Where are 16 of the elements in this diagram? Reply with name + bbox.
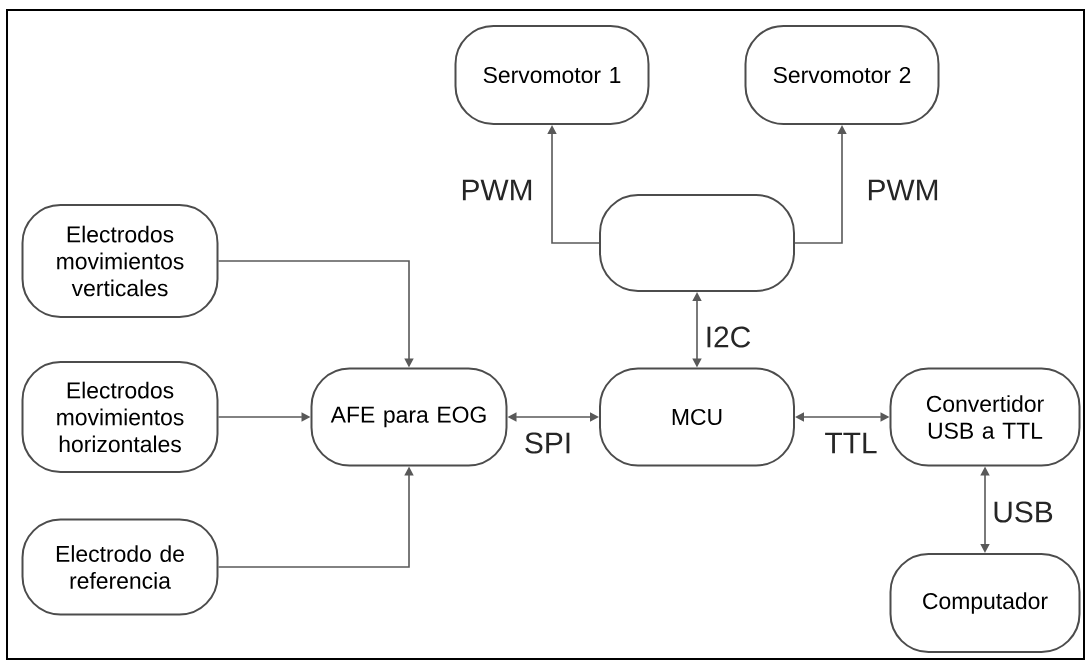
process-box: Computador (889, 553, 1081, 653)
process-box: Convertidor USB a TTL (889, 367, 1081, 467)
edge-label: PWM (865, 178, 941, 202)
edge-label: USB (991, 500, 1055, 524)
empty-box (599, 194, 795, 292)
process-box: AFE para EOG (310, 367, 508, 467)
edge-label: I2C (703, 325, 753, 349)
edge-label: TTL (823, 431, 879, 455)
process-box: Servomotor 2 (744, 25, 940, 125)
edge-label: PWM (459, 178, 535, 202)
edge-label: SPI (522, 431, 574, 455)
process-box: Electrodo de referencia (21, 518, 219, 616)
process-box: Electrodos movimientos horizontales (21, 361, 219, 473)
process-box: MCU (599, 367, 795, 467)
process-box: Electrodos movimientos verticales (21, 204, 219, 318)
process-box: Servomotor 1 (454, 25, 650, 125)
